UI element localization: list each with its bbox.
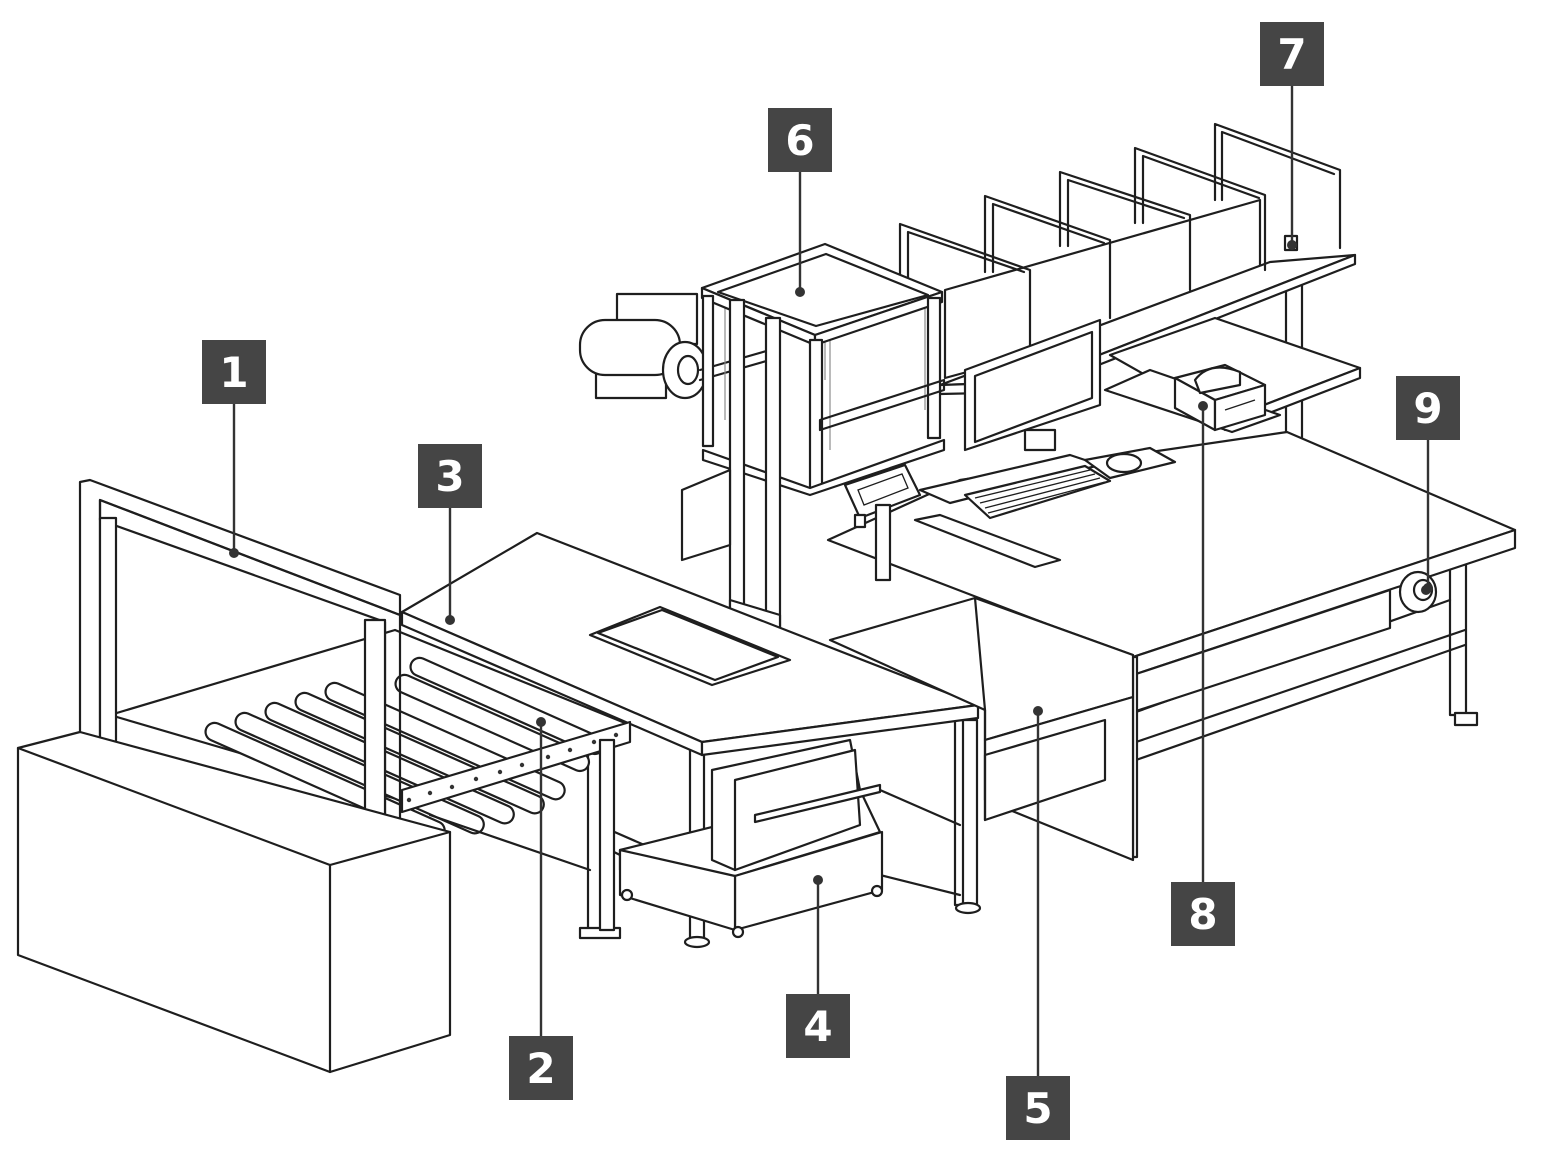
callout-3: 3 bbox=[418, 444, 482, 625]
box-erecting-frame bbox=[700, 242, 946, 632]
mouse bbox=[1083, 446, 1177, 480]
callout-2: 2 bbox=[509, 717, 573, 1100]
callout-2-label: 2 bbox=[526, 1044, 555, 1093]
callout-8-label: 8 bbox=[1188, 890, 1217, 939]
packing-bench bbox=[400, 531, 982, 949]
callout-1: 1 bbox=[202, 340, 266, 558]
callout-9-label: 9 bbox=[1413, 384, 1442, 433]
carton-machine bbox=[618, 738, 884, 939]
film-roll-unit bbox=[578, 292, 772, 400]
keyboard bbox=[918, 453, 1112, 520]
callout-6: 6 bbox=[768, 108, 832, 297]
callout-5: 5 bbox=[1006, 706, 1070, 1140]
table-slot bbox=[913, 513, 1062, 569]
back-box bbox=[680, 468, 732, 562]
monitor bbox=[963, 318, 1102, 452]
label-printer bbox=[1173, 363, 1267, 432]
scale-display bbox=[843, 463, 922, 529]
base-box bbox=[16, 730, 452, 1074]
callout-8: 8 bbox=[1171, 401, 1235, 946]
callout-9: 9 bbox=[1396, 376, 1460, 593]
callout-3-label: 3 bbox=[435, 452, 464, 501]
callout-1-label: 1 bbox=[219, 348, 248, 397]
callout-6-label: 6 bbox=[785, 116, 814, 165]
callout-5-label: 5 bbox=[1023, 1084, 1052, 1133]
callout-7: 7 bbox=[1260, 22, 1324, 250]
callout-7-label: 7 bbox=[1277, 30, 1306, 79]
callout-4: 4 bbox=[786, 875, 850, 1058]
callout-4-label: 4 bbox=[803, 1002, 832, 1051]
packing-bin bbox=[828, 596, 1135, 862]
